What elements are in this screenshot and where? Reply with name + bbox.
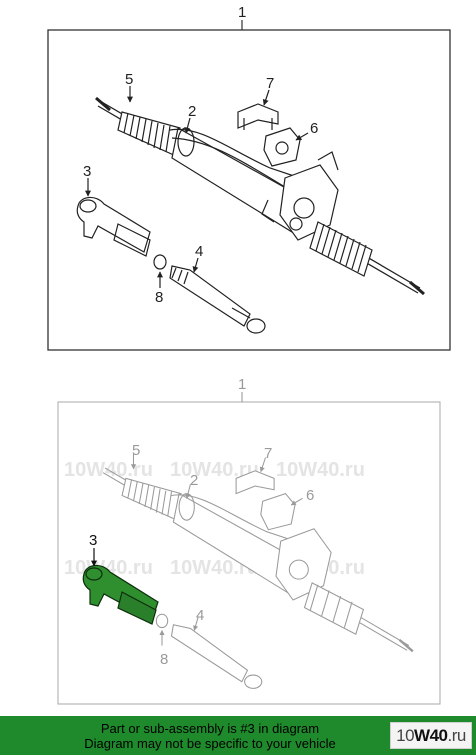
inner-tie-rod <box>169 265 266 334</box>
bottom-assembly-label: 1 <box>238 376 246 393</box>
top-callout-4: 4 <box>195 243 203 260</box>
bottom-callout-8: 8 <box>160 651 168 668</box>
top-assembly-label: 1 <box>238 4 246 21</box>
info-footer: Part or sub-assembly is #3 in diagram Di… <box>0 716 476 755</box>
top-callout-6: 6 <box>310 120 318 137</box>
bottom-callout-2: 2 <box>190 472 198 489</box>
watermark-row-5: 10W40.ru <box>170 557 259 579</box>
top-callout-7: 7 <box>266 75 274 92</box>
footer-disclaimer: Diagram may not be specific to your vehi… <box>84 736 336 751</box>
top-diagram <box>47 20 451 351</box>
bottom-diagram: 10W40.ru 10W40.ru 10W40.ru 10W40.ru 10W4… <box>57 392 441 705</box>
brand-prefix: 10 <box>396 726 415 745</box>
highlighted-tie-rod-end[interactable] <box>82 548 159 625</box>
top-callout-3: 3 <box>83 163 91 180</box>
jam-nut <box>153 254 167 270</box>
brand-logo[interactable]: 10W40.ru <box>390 722 472 749</box>
pinion-valve-body <box>261 151 339 241</box>
tie-rod-end <box>76 196 151 257</box>
parts-diagram: 1 5 2 7 6 3 4 8 10W40.ru 10W40.ru 10W40.… <box>47 4 451 705</box>
bottom-callout-5: 5 <box>132 442 140 459</box>
bottom-callout-3: 3 <box>89 532 97 549</box>
right-bellows-boot <box>309 221 373 277</box>
bottom-callout-7: 7 <box>264 445 272 462</box>
bottom-callout-6: 6 <box>306 487 314 504</box>
top-callout-2: 2 <box>188 103 196 120</box>
top-callout-8: 8 <box>155 289 163 306</box>
mounting-clamp <box>237 103 279 130</box>
brand-main: W40 <box>414 726 448 745</box>
bottom-callout-4: 4 <box>196 607 204 624</box>
footer-part-note: Part or sub-assembly is #3 in diagram <box>100 721 320 736</box>
brand-suffix: .ru <box>447 726 467 745</box>
watermark-row-2: 10W40.ru <box>170 459 259 481</box>
top-callout-5: 5 <box>125 71 133 88</box>
watermark-row-3: 10W40.ru <box>276 459 365 481</box>
mounting-bushing <box>263 127 301 167</box>
